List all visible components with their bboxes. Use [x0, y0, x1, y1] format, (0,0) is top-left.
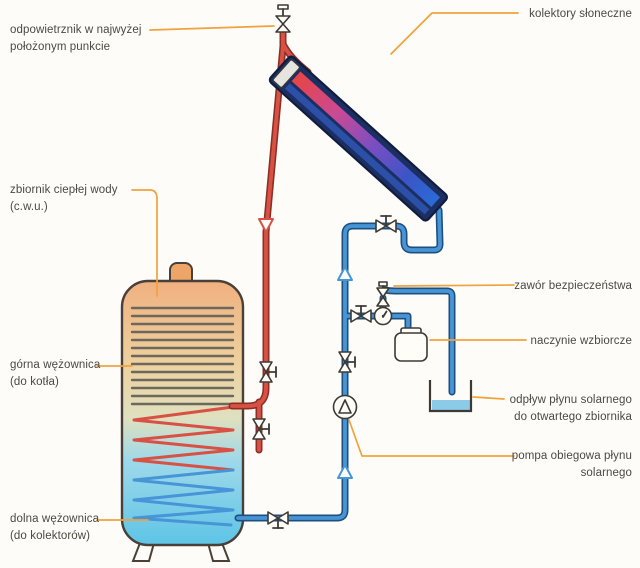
pressure-gauge-icon [373, 306, 393, 326]
valve-icon-top-run [375, 215, 397, 233]
pump-icon [332, 394, 358, 420]
valve-icon-hot-riser [259, 361, 277, 383]
cold-pipe [234, 206, 456, 522]
vessel-body [394, 332, 428, 362]
label-drain: odpływ płynu solarnego do otwartego zbio… [509, 394, 632, 424]
collector-absorber-stripe [291, 71, 441, 207]
valve-icon-branch [350, 305, 372, 323]
cold-pipe-fill [236, 208, 454, 520]
flow-arrow-up-top-icon [337, 266, 353, 281]
valve-icon-bottom-run [267, 511, 289, 529]
label-air-vent: odpowietrznik w najwyżej położonym punkc… [10, 24, 142, 54]
valve-icon-above-pump [338, 351, 356, 373]
label-upper-coil: górna wężownica (do kotła) [10, 359, 101, 389]
collector-end-cap [272, 59, 300, 88]
label-expansion-vessel: naczynie wzbiorcze [530, 335, 632, 347]
air-vent-icon [275, 4, 291, 33]
open-container [428, 380, 473, 413]
container-liquid [432, 400, 470, 410]
expansion-vessel [394, 327, 428, 362]
container-walls [428, 380, 473, 413]
label-collectors: kolektory słoneczne [529, 8, 632, 20]
leader-collectors [390, 12, 519, 55]
leader-pump [348, 419, 515, 457]
safety-valve-icon [376, 281, 390, 307]
flow-arrow-up-bottom-icon [337, 464, 353, 479]
label-tank: zbiornik ciepłej wody (c.w.u.) [10, 184, 118, 214]
flow-arrow-down-icon [258, 218, 274, 233]
leader-air-vent [149, 25, 275, 31]
leader-drain [472, 396, 505, 400]
leader-safety-valve [393, 284, 515, 287]
valve-icon-drain-stub [252, 418, 270, 440]
upper-coil [130, 306, 235, 406]
lower-coil-cold [132, 468, 235, 527]
solar-collector [268, 55, 448, 222]
label-pump: pompa obiegowa płynu solarnego [511, 450, 632, 480]
label-lower-coil: dolna wężownica (do kolektorów) [10, 513, 100, 543]
collector-lower-stripe [284, 83, 430, 215]
lower-coil-hot [132, 405, 235, 472]
label-safety-valve: zawór bezpieczeństwa [514, 280, 632, 292]
leader-tank [131, 189, 158, 297]
leader-lines [96, 12, 527, 521]
